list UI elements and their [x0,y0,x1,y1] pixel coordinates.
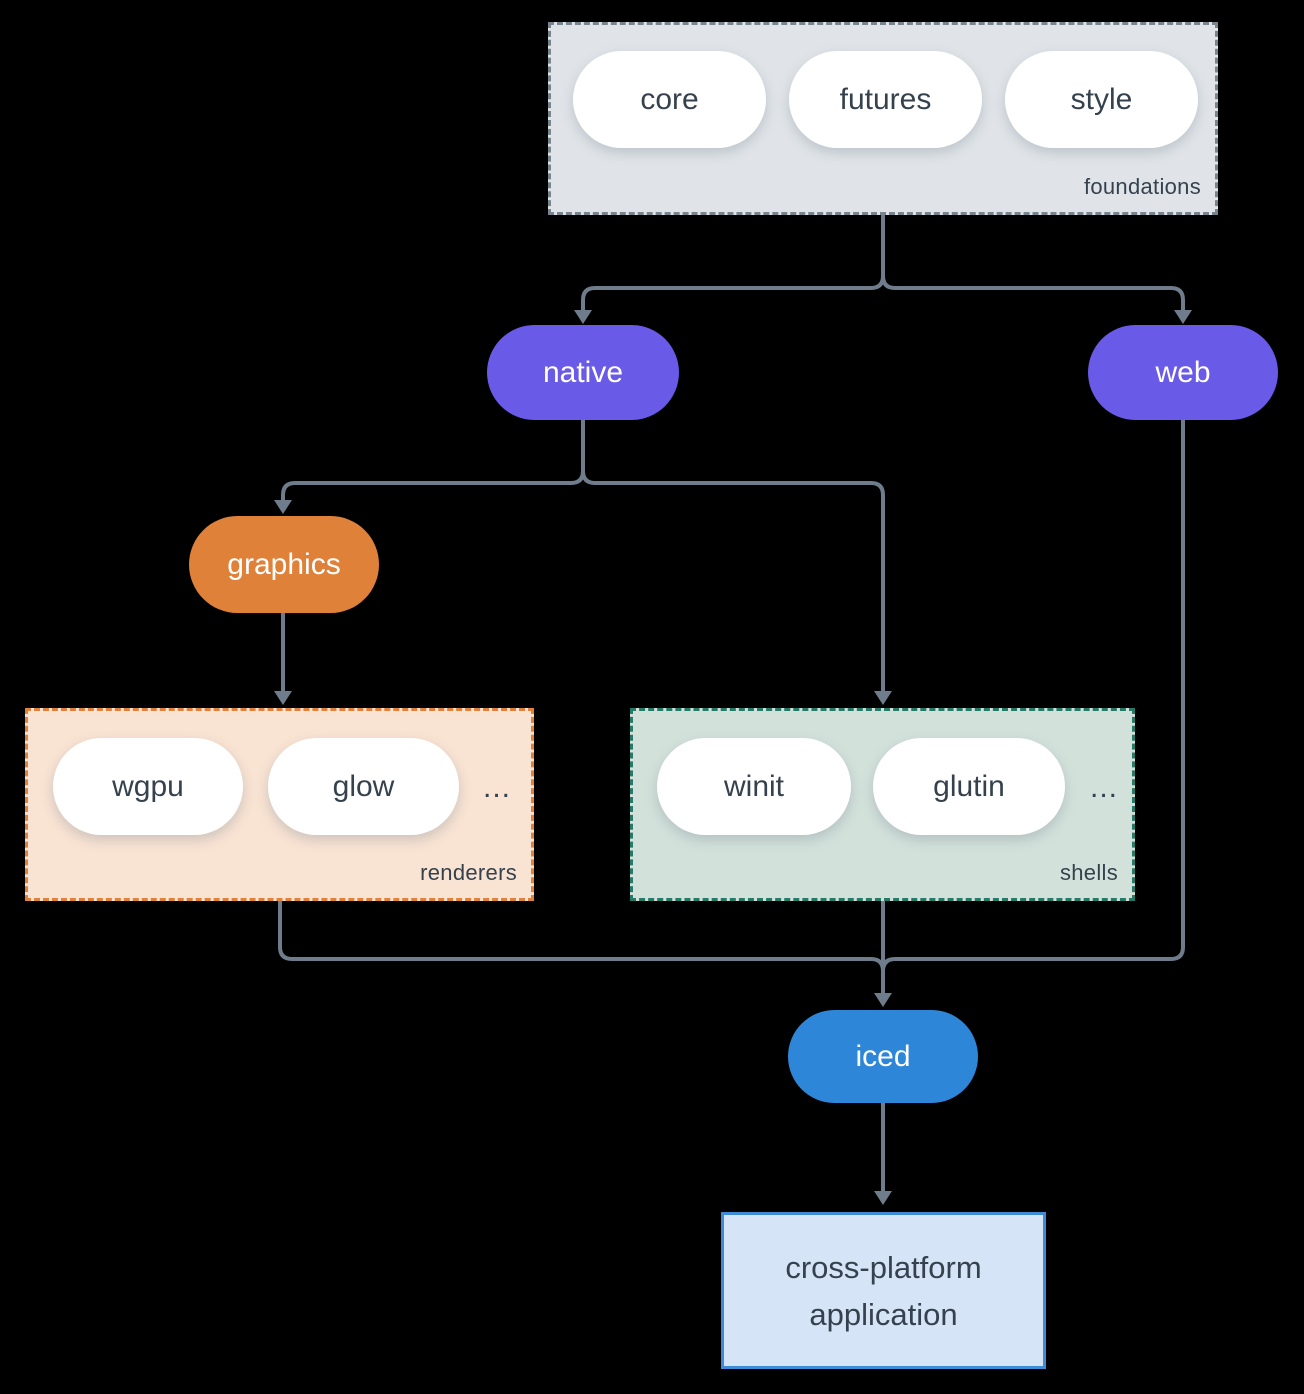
node-native: native [487,325,679,420]
group-shells: winit glutin ... shells [630,708,1135,901]
edge-native-shells [581,420,885,692]
arrowhead-iced [874,993,892,1007]
node-graphics: graphics [189,516,379,613]
node-web: web [1088,325,1278,420]
shells-ellipsis: ... [1090,771,1119,804]
edge-foundations-native [581,215,885,311]
pill-glutin: glutin [873,738,1065,835]
pill-style: style [1005,51,1198,148]
app-box: cross-platform application [721,1212,1046,1369]
pill-winit-label: winit [723,769,784,803]
node-web-label: web [1155,355,1211,389]
app-box-line1: cross-platform [785,1249,982,1285]
node-native-label: native [542,355,624,389]
pill-glow-label: glow [332,769,395,803]
edge-native-graphics [281,420,585,501]
edge-foundations-web [881,215,1185,311]
pill-style-label: style [1070,82,1133,116]
renderers-group-label: renderers [420,860,517,885]
pill-wgpu-label: wgpu [112,769,184,803]
node-graphics-label: graphics [227,547,341,581]
pill-core-label: core [640,82,699,116]
arrowhead-renderers [274,691,292,705]
pill-core: core [573,51,766,148]
edge-renderers-iced [278,901,885,972]
arrowhead-web [1174,310,1192,324]
pill-glutin-label: glutin [933,769,1005,803]
pill-futures-label: futures [839,82,932,116]
pill-winit: winit [657,738,851,835]
group-foundations: core futures style foundations [548,22,1218,215]
node-iced: iced [788,1010,978,1103]
foundations-group-label: foundations [1083,174,1201,199]
arrowhead-shells [874,691,892,705]
shells-group-label: shells [1059,860,1118,885]
node-iced-label: iced [855,1039,911,1073]
pill-wgpu: wgpu [53,738,243,835]
group-renderers: wgpu glow ... renderers [25,708,534,901]
app-box-line2: application [809,1296,958,1332]
pill-futures: futures [789,51,982,148]
pill-glow: glow [268,738,459,835]
renderers-ellipsis: ... [483,771,512,804]
arrowhead-graphics [274,500,292,514]
arrowhead-app [874,1191,892,1205]
arrowhead-native [574,310,592,324]
